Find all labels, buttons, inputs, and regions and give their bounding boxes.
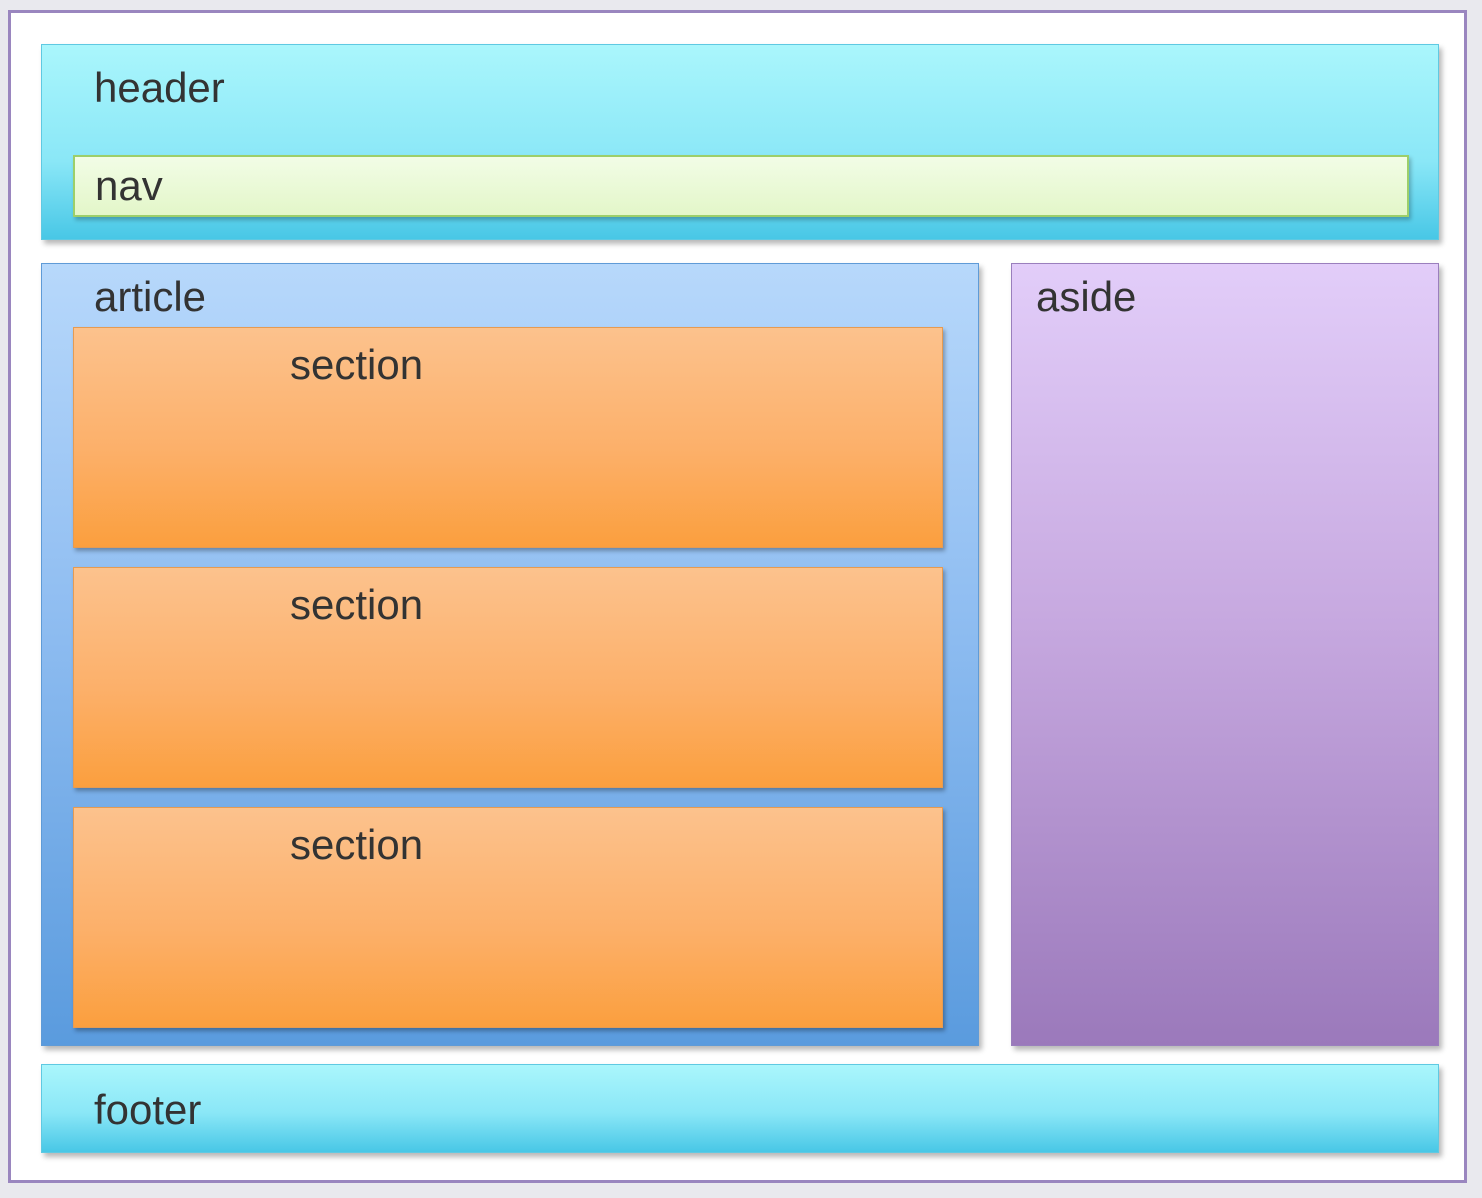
section-label: section xyxy=(290,821,424,868)
section-block-3: section xyxy=(73,807,943,1028)
section-block-1: section xyxy=(73,327,943,548)
article-block: article section section section xyxy=(41,263,979,1046)
section-block-2: section xyxy=(73,567,943,788)
aside-label: aside xyxy=(1036,273,1137,320)
page-layout-diagram: header nav article section section secti… xyxy=(8,10,1467,1183)
section-label: section xyxy=(290,341,424,388)
article-label: article xyxy=(94,273,207,320)
header-block: header nav xyxy=(41,44,1439,240)
footer-label: footer xyxy=(94,1086,202,1133)
aside-block: aside xyxy=(1011,263,1439,1046)
section-label: section xyxy=(290,581,424,628)
nav-block: nav xyxy=(73,155,1409,217)
footer-block: footer xyxy=(41,1064,1439,1153)
nav-label: nav xyxy=(95,162,163,209)
header-label: header xyxy=(94,64,225,111)
